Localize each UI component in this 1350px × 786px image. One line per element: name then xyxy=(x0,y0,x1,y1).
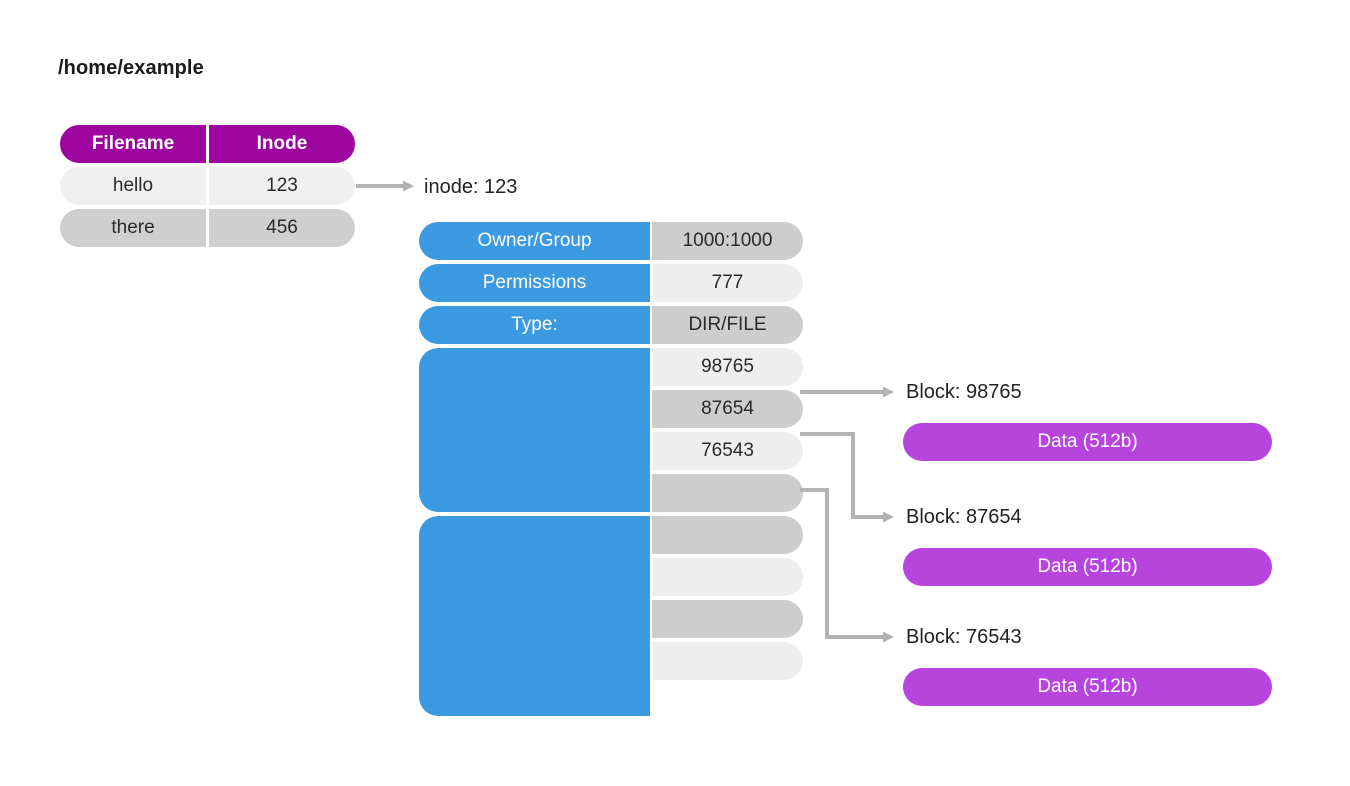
inode-field-row[interactable]: Type: DIR/FILE xyxy=(419,306,803,344)
inode-field-row[interactable]: Permissions 777 xyxy=(419,264,803,302)
block-label-3: Block: 76543 xyxy=(906,626,1022,648)
data-pill-3[interactable]: Data (512b) xyxy=(903,668,1272,706)
data-pill-1[interactable]: Data (512b) xyxy=(903,423,1272,461)
inode-pointer-block-lower xyxy=(419,516,650,716)
block-label-2: Block: 87654 xyxy=(906,506,1022,528)
inode-pointer-value[interactable]: 87654 xyxy=(652,390,803,428)
wire-pointer-76543 xyxy=(800,488,894,643)
inode-pointer-value[interactable]: 76543 xyxy=(652,432,803,470)
wire-pointer-87654 xyxy=(800,432,894,523)
inode-field-key: Permissions xyxy=(419,264,650,302)
inode-field-key: Owner/Group xyxy=(419,222,650,260)
dir-cell-filename: there xyxy=(60,209,206,247)
inode-pointer-value[interactable] xyxy=(652,558,803,596)
dir-col-inode-header: Inode xyxy=(209,125,355,163)
directory-table: Filename Inode hello 123 there 456 xyxy=(60,125,355,247)
dir-cell-filename: hello xyxy=(60,167,206,205)
table-row[interactable]: hello 123 xyxy=(60,167,355,205)
block-label-1: Block: 98765 xyxy=(906,381,1022,403)
inode-field-value: 777 xyxy=(652,264,803,302)
table-row[interactable]: there 456 xyxy=(60,209,355,247)
data-pill-2[interactable]: Data (512b) xyxy=(903,548,1272,586)
inode-table: Owner/Group 1000:1000 Permissions 777 Ty… xyxy=(419,222,803,716)
dir-cell-inode: 123 xyxy=(209,167,355,205)
inode-label: inode: 123 xyxy=(424,176,518,198)
dir-col-filename-header: Filename xyxy=(60,125,206,163)
inode-pointer-block-upper xyxy=(419,348,650,512)
inode-pointer-value[interactable] xyxy=(652,474,803,512)
inode-pointer-value[interactable] xyxy=(652,516,803,554)
inode-field-value: 1000:1000 xyxy=(652,222,803,260)
inode-pointer-value[interactable] xyxy=(652,600,803,638)
directory-path-title: /home/example xyxy=(58,57,204,79)
directory-table-header-row: Filename Inode xyxy=(60,125,355,163)
dir-cell-inode: 456 xyxy=(209,209,355,247)
inode-field-key: Type: xyxy=(419,306,650,344)
inode-field-row[interactable]: Owner/Group 1000:1000 xyxy=(419,222,803,260)
inode-pointer-value[interactable]: 98765 xyxy=(652,348,803,386)
inode-pointer-value[interactable] xyxy=(652,642,803,680)
inode-field-value: DIR/FILE xyxy=(652,306,803,344)
